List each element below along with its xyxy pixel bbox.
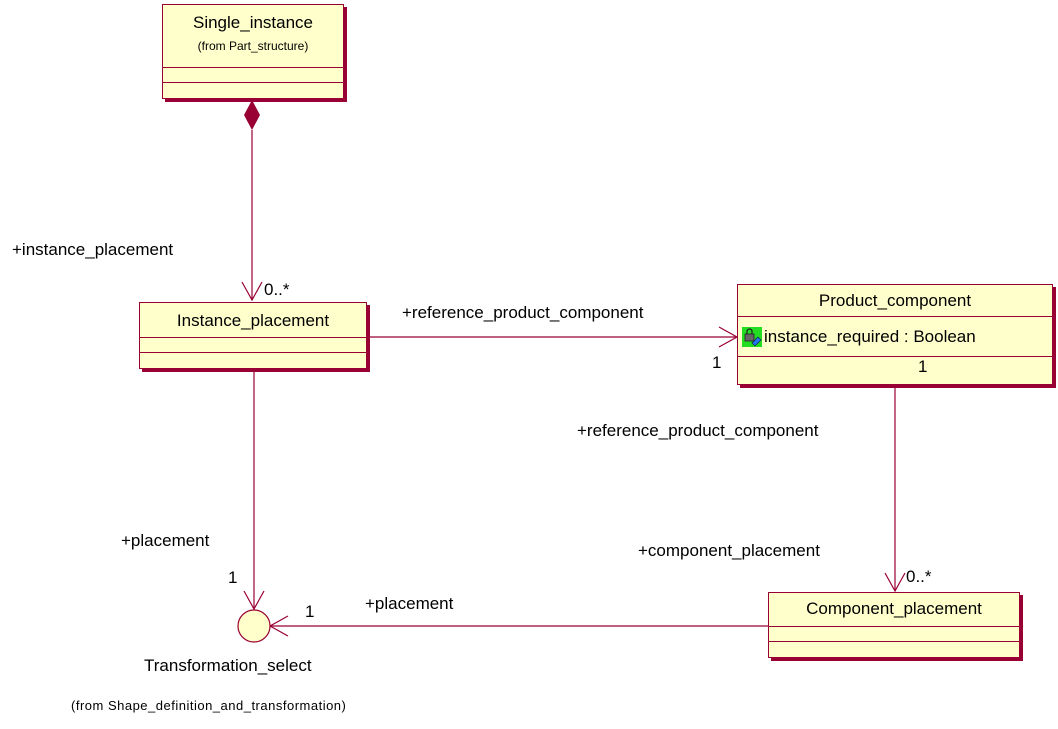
role-reference-product-component-top: +reference_product_component xyxy=(402,303,644,322)
class-instance-placement-name: Instance_placement xyxy=(176,311,330,330)
class-product-component-attributes: instance_required : Boolean xyxy=(738,317,1052,357)
multiplicity-placement-instance: 1 xyxy=(228,568,238,587)
class-product-component[interactable]: Product_component instance_required : Bo… xyxy=(737,284,1053,385)
class-product-component-header: Product_component xyxy=(738,285,1052,317)
arrowhead-component-placement xyxy=(884,572,906,593)
role-reference-product-component-bottom: +reference_product_component xyxy=(577,421,819,440)
interface-transformation-select-name: Transformation_select xyxy=(144,656,312,675)
class-component-placement[interactable]: Component_placement xyxy=(768,592,1020,658)
composition-diamond-single-instance xyxy=(244,100,260,130)
arrowhead-transformation-top xyxy=(243,590,265,611)
multiplicity-instance-placement: 0..* xyxy=(264,280,290,299)
multiplicity-component-placement: 0..* xyxy=(906,567,932,586)
class-component-placement-attributes xyxy=(769,627,1019,642)
class-instance-placement-attributes xyxy=(140,338,366,353)
class-component-placement-name: Component_placement xyxy=(806,599,982,618)
arrowhead-instance-placement xyxy=(241,281,263,302)
protected-attribute-icon xyxy=(742,326,762,347)
class-single-instance[interactable]: Single_instance (from Part_structure) xyxy=(162,4,344,99)
multiplicity-placement-component: 1 xyxy=(305,602,315,621)
transformation-select-interface-circle[interactable] xyxy=(237,609,271,643)
class-instance-placement[interactable]: Instance_placement xyxy=(139,302,367,369)
role-component-placement: +component_placement xyxy=(638,541,820,560)
class-product-component-name: Product_component xyxy=(818,291,972,310)
class-single-instance-name: Single_instance xyxy=(192,13,314,32)
class-single-instance-attributes xyxy=(163,68,343,83)
class-component-placement-header: Component_placement xyxy=(769,593,1019,627)
class-instance-placement-header: Instance_placement xyxy=(140,303,366,338)
role-placement-instance: +placement xyxy=(121,531,210,550)
class-single-instance-header: Single_instance (from Part_structure) xyxy=(163,5,343,68)
multiplicity-product-component-left: 1 xyxy=(712,353,722,372)
multiplicity-product-component-bottom: 1 xyxy=(918,357,928,376)
class-single-instance-package: (from Part_structure) xyxy=(197,39,309,53)
interface-transformation-select-package: (from Shape_definition_and_transformatio… xyxy=(71,698,347,713)
attribute-instance-required[interactable]: instance_required : Boolean xyxy=(764,326,976,346)
role-instance-placement: +instance_placement xyxy=(12,240,174,259)
role-placement-component: +placement xyxy=(365,594,454,613)
